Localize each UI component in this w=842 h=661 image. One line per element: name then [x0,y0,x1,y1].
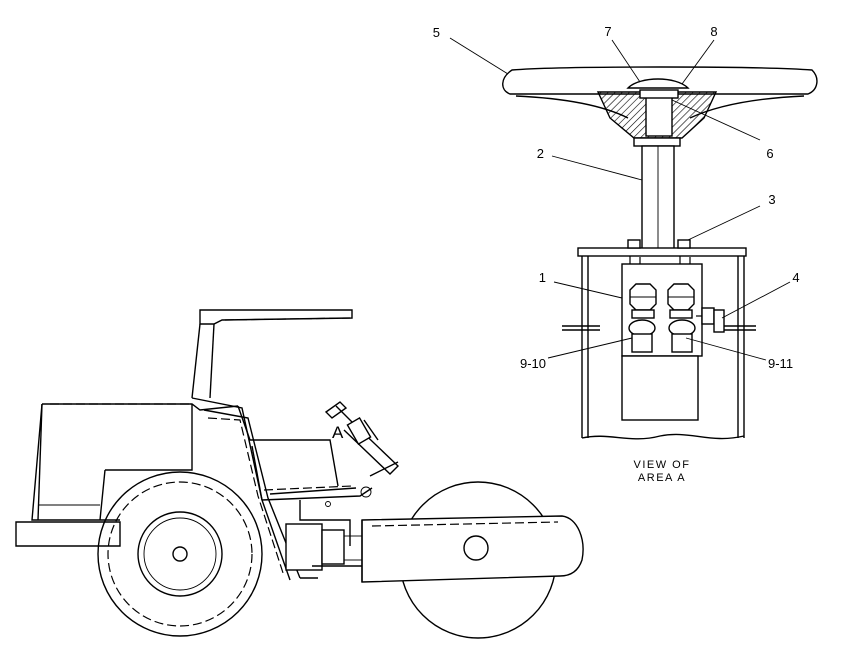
steering-column-small [324,401,400,498]
view-caption-line-2: AREA A [638,472,686,484]
area-marker: A [332,423,344,442]
bolt-left [627,239,641,249]
callout-5: 5 [433,25,440,40]
bolt-right [677,239,691,249]
callout-8: 8 [710,24,717,39]
callout-9-11: 9-11 [768,356,793,371]
steering-shaft [641,145,675,251]
rear-tire [97,471,263,637]
hub-nut [639,89,679,99]
callout-1: 1 [539,270,546,285]
leader-lines [449,37,791,361]
console-housing [562,256,756,440]
steering-valve [621,263,725,421]
detail-view-area-a: VIEW OF AREA A [502,66,818,484]
view-caption-line-1: VIEW OF [634,459,691,471]
front-drum [361,481,584,639]
frame [15,397,373,581]
horn-cap [626,78,690,89]
callout-labels: 5 7 8 6 2 3 1 4 9-10 9-11 [433,24,800,371]
rops-canopy [191,309,353,399]
callout-7: 7 [604,24,611,39]
engine-hood [31,403,239,521]
callout-4: 4 [792,270,799,285]
callout-2: 2 [537,146,544,161]
callout-6: 6 [766,146,773,161]
roller-side-view: A [15,309,584,639]
callout-3: 3 [768,192,775,207]
valve-lower-body [621,355,699,421]
steering-wheel [502,66,818,147]
callout-9-10: 9-10 [520,356,546,371]
